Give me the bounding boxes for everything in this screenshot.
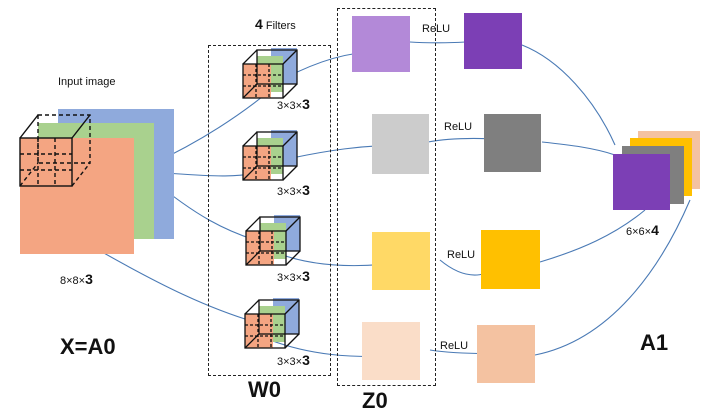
filter-cube-4 <box>244 297 300 349</box>
relu-label-4: ReLU <box>440 340 469 352</box>
filter-4-dims: 3×3×3 <box>277 352 310 368</box>
input-caption: Input image <box>58 76 116 88</box>
a1-map-4 <box>477 325 535 383</box>
connector-a1-1-to-output <box>521 44 616 146</box>
filter-1-dims: 3×3×3 <box>277 96 310 112</box>
z0-dashed-box <box>337 8 436 386</box>
filter-3-dims: 3×3×3 <box>277 268 310 284</box>
relu-label-2: ReLU <box>444 121 473 133</box>
filter-cube-2 <box>242 129 298 181</box>
filter-2-dims: 3×3×3 <box>277 182 310 198</box>
a1-map-3 <box>481 230 540 289</box>
w0-dashed-box <box>208 45 331 376</box>
relu-label-1: ReLU <box>422 23 451 35</box>
z0-map-4 <box>362 322 420 380</box>
relu-label-3: ReLU <box>447 249 476 261</box>
z0-map-1 <box>352 16 410 72</box>
w0-label: W0 <box>248 377 281 402</box>
filters-title: 4 Filters <box>255 16 296 32</box>
a1-map-1 <box>464 13 522 69</box>
connector-a1-4-to-output <box>534 199 691 356</box>
a1-map-2 <box>484 114 541 172</box>
connector-a1-2-to-output <box>541 141 616 156</box>
input-layer-orange <box>20 138 134 254</box>
output-dims: 6×6×4 <box>626 222 659 238</box>
filter-cube-3 <box>245 214 301 266</box>
output-layer-purple <box>613 154 670 210</box>
z0-map-2 <box>372 114 429 174</box>
z0-map-3 <box>372 232 430 290</box>
a1-label: A1 <box>640 330 669 355</box>
input-dims: 8×8×3 <box>60 271 93 287</box>
connector-a1-3-to-output <box>539 209 646 263</box>
z0-label: Z0 <box>362 388 388 413</box>
filter-cube-1 <box>242 47 298 99</box>
x-a0-label: X=A0 <box>60 334 116 359</box>
